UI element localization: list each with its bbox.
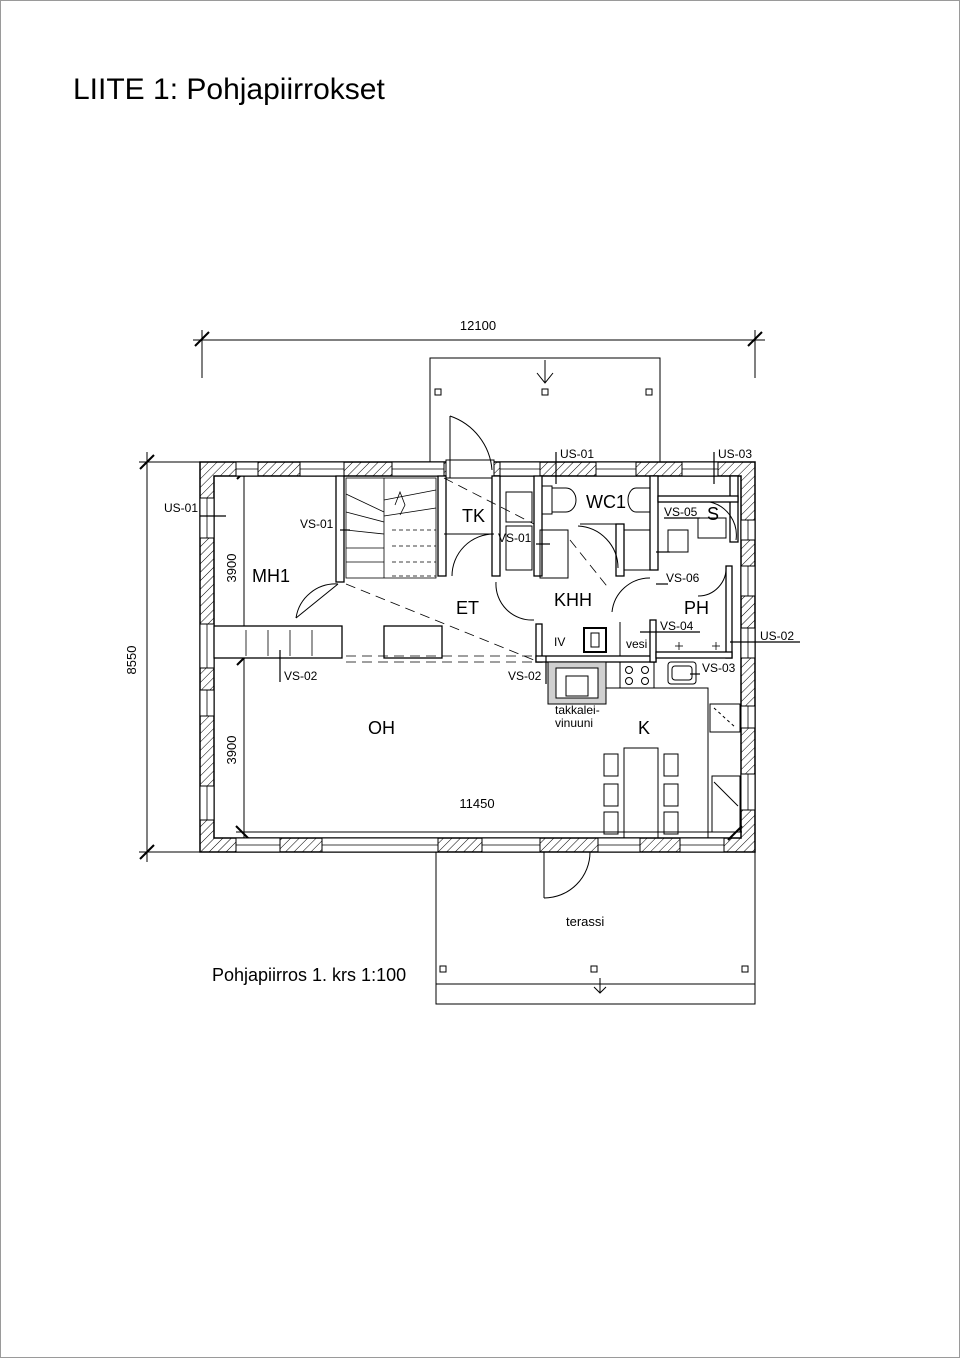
door-swings: [295, 415, 737, 899]
label-terassi: terassi: [566, 914, 604, 929]
label-takka-1: takkalei-: [555, 703, 600, 717]
label-iv: IV: [554, 635, 565, 649]
room-s: S: [707, 504, 719, 524]
fixtures: [505, 485, 741, 839]
room-k: K: [638, 718, 650, 738]
label-vesi: vesi: [626, 637, 647, 651]
dim-depth-lower: 3900: [224, 736, 239, 765]
dim-depth-total: 8550: [124, 646, 139, 675]
room-mh1: MH1: [252, 566, 290, 586]
dim-width-total: 12100: [460, 318, 496, 333]
terrace-outline: [435, 852, 756, 1005]
room-wc1: WC1: [586, 492, 626, 512]
tag-vs05: VS-05: [664, 505, 698, 519]
tag-vs01-mh1: VS-01: [300, 517, 334, 531]
dim-depth-upper: 3900: [224, 554, 239, 583]
dimension-depth-total: [139, 452, 200, 862]
tag-vs06: VS-06: [666, 571, 700, 585]
dim-width-inner: 11450: [459, 796, 494, 811]
page-title: LIITE 1: Pohjapiirrokset: [73, 73, 385, 106]
dimension-width-total: [193, 330, 765, 378]
staircase: [345, 477, 437, 579]
room-tk: TK: [462, 506, 485, 526]
entrance-canopy: [429, 357, 661, 462]
tag-vs02-mid: VS-02: [508, 669, 542, 683]
room-ph: PH: [684, 598, 709, 618]
drawing-caption: Pohjapiirros 1. krs 1:100: [212, 965, 407, 985]
label-takka-2: vinuuni: [555, 716, 593, 730]
room-khh: KHH: [554, 590, 592, 610]
room-oh: OH: [368, 718, 395, 738]
overhead-dashed-lines: [345, 477, 611, 663]
tag-vs01-khh: VS-01: [498, 531, 532, 545]
tag-us01-left: US-01: [164, 501, 198, 515]
room-labels: MH1 TK WC1 S ET KHH PH OH K IV vesi takk…: [252, 492, 719, 929]
room-et: ET: [456, 598, 479, 618]
section-reference-lines: [200, 452, 800, 684]
interior-walls: [213, 475, 739, 663]
tag-vs03: VS-03: [702, 661, 736, 675]
tag-us01-top: US-01: [560, 447, 594, 461]
tag-vs04: VS-04: [660, 619, 694, 633]
dimension-labels: 12100 8550 3900 3900 11450: [124, 318, 496, 811]
tag-us02-right: US-02: [760, 629, 794, 643]
tag-vs02-left: VS-02: [284, 669, 318, 683]
section-tags: US-01 US-03 US-01 US-02 VS-01 VS-01 VS-0…: [164, 447, 794, 683]
tag-us03-top: US-03: [718, 447, 752, 461]
